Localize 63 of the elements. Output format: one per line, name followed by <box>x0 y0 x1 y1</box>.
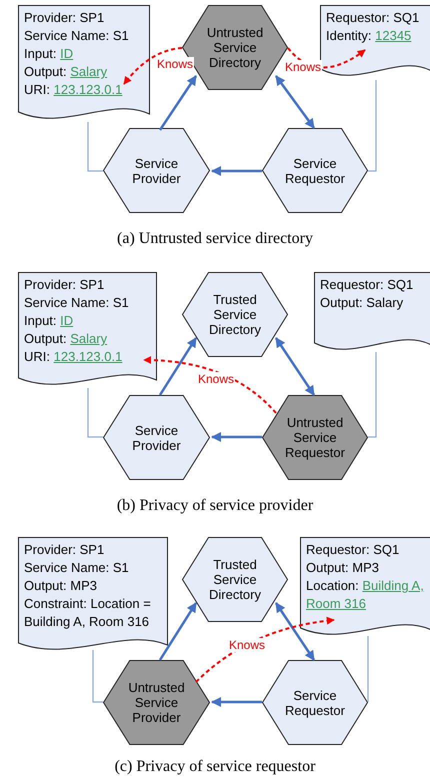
connector-line <box>367 636 369 702</box>
service-hexagon <box>262 395 368 480</box>
attribute-text: Provider: SP1 <box>24 9 106 27</box>
arrow <box>143 356 277 414</box>
connector-line <box>368 80 377 172</box>
connector-line <box>92 650 103 703</box>
subfigure-caption: (c) Privacy of service requestor <box>114 758 316 776</box>
attribute-text: Input: ID <box>24 45 74 63</box>
arrow <box>211 166 262 176</box>
arrow <box>274 337 316 396</box>
service-hexagon <box>262 660 368 745</box>
arrow <box>211 432 262 442</box>
hexagon-label: Service Provider <box>131 156 182 186</box>
arrow <box>274 602 316 661</box>
attribute-text: Service Name: S1 <box>24 27 130 45</box>
attribute-text: Constraint: Location = Building A, Room 316 <box>24 595 152 631</box>
hexagon-label: Untrusted Service Requestor <box>284 415 346 460</box>
service-hexagon <box>103 660 210 745</box>
arrow <box>123 47 182 85</box>
attribute-text: Service Name: S1 <box>24 294 130 312</box>
subfigure-caption: (b) Privacy of service provider <box>116 497 314 515</box>
attribute-text: Identity: 12345 <box>326 27 412 45</box>
service-hexagon <box>262 128 368 213</box>
edge-label: Knows <box>284 60 322 74</box>
attribute-text: Output: MP3 <box>306 559 380 577</box>
arrow <box>158 75 198 131</box>
service-hexagon <box>103 395 210 480</box>
attribute-text: Location: Building A, Room 316 <box>306 577 425 613</box>
hexagon-label: Trusted Service Directory <box>208 292 262 337</box>
arrow <box>195 616 335 683</box>
attribute-text: Output: Salary <box>24 330 108 348</box>
attribute-text: Requestor: SQ1 <box>326 9 420 27</box>
hexagon-label: Service Provider <box>131 422 182 452</box>
attribute-text: Output: MP3 <box>24 577 98 595</box>
attribute-text: URI: 123.123.0.1 <box>24 81 124 99</box>
arrow <box>158 337 198 396</box>
service-hexagon <box>182 537 288 622</box>
attribute-text: Service Name: S1 <box>24 559 130 577</box>
connector-line <box>87 388 103 438</box>
attribute-text: Requestor: SQ1 <box>306 541 400 559</box>
hexagon-label: Service Requestor <box>284 156 346 186</box>
edge-label: Knows <box>228 638 266 652</box>
attribute-text: Output: Salary <box>24 63 108 81</box>
attribute-text: Provider: SP1 <box>24 276 106 294</box>
connector-line <box>368 352 377 438</box>
attribute-text: Input: ID <box>24 312 74 330</box>
hexagon-label: Untrusted Service Provider <box>127 680 186 725</box>
edge-label: Knows <box>156 57 194 71</box>
hexagon-label: Service Requestor <box>284 688 346 718</box>
attribute-text: Requestor: SQ1 <box>320 276 414 294</box>
attribute-text: Provider: SP1 <box>24 541 106 559</box>
attribute-text: URI: 123.123.0.1 <box>24 348 124 366</box>
service-hexagon <box>182 272 288 357</box>
hexagon-label: Trusted Service Directory <box>208 557 262 602</box>
edge-label: Knows <box>197 372 236 386</box>
connector-line <box>87 122 103 172</box>
attribute-text: Output: Salary <box>320 294 404 312</box>
subfigure-caption: (a) Untrusted service directory <box>117 230 313 248</box>
arrow <box>158 602 198 661</box>
arrow <box>275 75 315 129</box>
service-hexagon <box>103 128 210 213</box>
hexagon-label: Untrusted Service Directory <box>206 25 264 70</box>
arrow <box>211 697 262 707</box>
